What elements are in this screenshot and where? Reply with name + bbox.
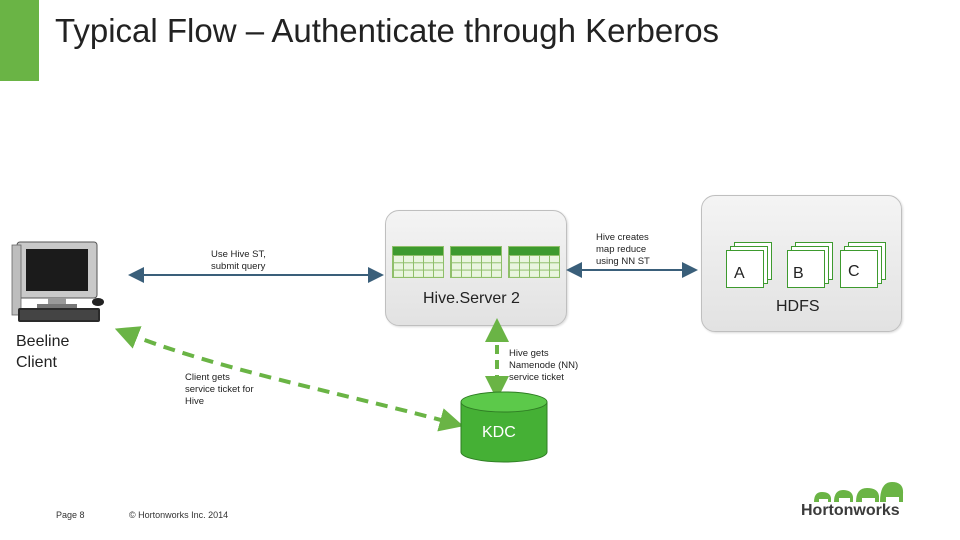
block-b-label: B [793, 265, 804, 282]
computer-icon [10, 240, 110, 330]
accent-bar [0, 0, 39, 81]
table-icon [392, 246, 444, 278]
client-label-line2: Client [16, 354, 57, 371]
note-line: service ticket [509, 372, 564, 383]
hive-gets-note: Hive gets Namenode (NN) service ticket [509, 348, 578, 384]
note-line: Namenode (NN) [509, 360, 579, 371]
block-a-label: A [734, 265, 745, 282]
data-block-icon [787, 250, 825, 288]
data-block-icon [840, 250, 878, 288]
note-line: map reduce [596, 244, 647, 255]
note-line: Hive gets [509, 348, 549, 359]
kdc-cylinder [460, 391, 548, 463]
note-line: using NN ST [596, 256, 650, 267]
client-kdc-dashed-arrow [114, 326, 464, 432]
note-line: Hive creates [596, 232, 649, 243]
note-line: service ticket for [185, 384, 254, 395]
note-line: Hive [185, 396, 205, 407]
table-icon [450, 246, 502, 278]
use-hive-st-note: Use Hive ST, submit query [211, 249, 266, 273]
note-line: Client gets [185, 372, 230, 383]
kdc-label: KDC [482, 424, 516, 441]
copyright: © Hortonworks Inc. 2014 [129, 510, 229, 520]
slide-title: Typical Flow – Authenticate through Kerb… [55, 12, 720, 49]
client-label-line1: Beeline [16, 333, 70, 350]
page-number: Page 8 [56, 510, 85, 520]
note-line: submit query [211, 261, 266, 272]
brand-name: Hortonworks [801, 502, 900, 519]
client-label: Beeline Client [16, 331, 69, 373]
block-c-label: C [848, 263, 860, 280]
hive-creates-note: Hive creates map reduce using NN ST [596, 232, 650, 268]
client-gets-note: Client gets service ticket for Hive [185, 372, 254, 408]
hive-server-label: Hive.Server 2 [423, 290, 520, 307]
hdfs-label: HDFS [776, 298, 820, 315]
table-icon [508, 246, 560, 278]
data-block-icon [726, 250, 764, 288]
note-line: Use Hive ST, [211, 249, 266, 260]
elephant-logo-icon [812, 480, 904, 504]
